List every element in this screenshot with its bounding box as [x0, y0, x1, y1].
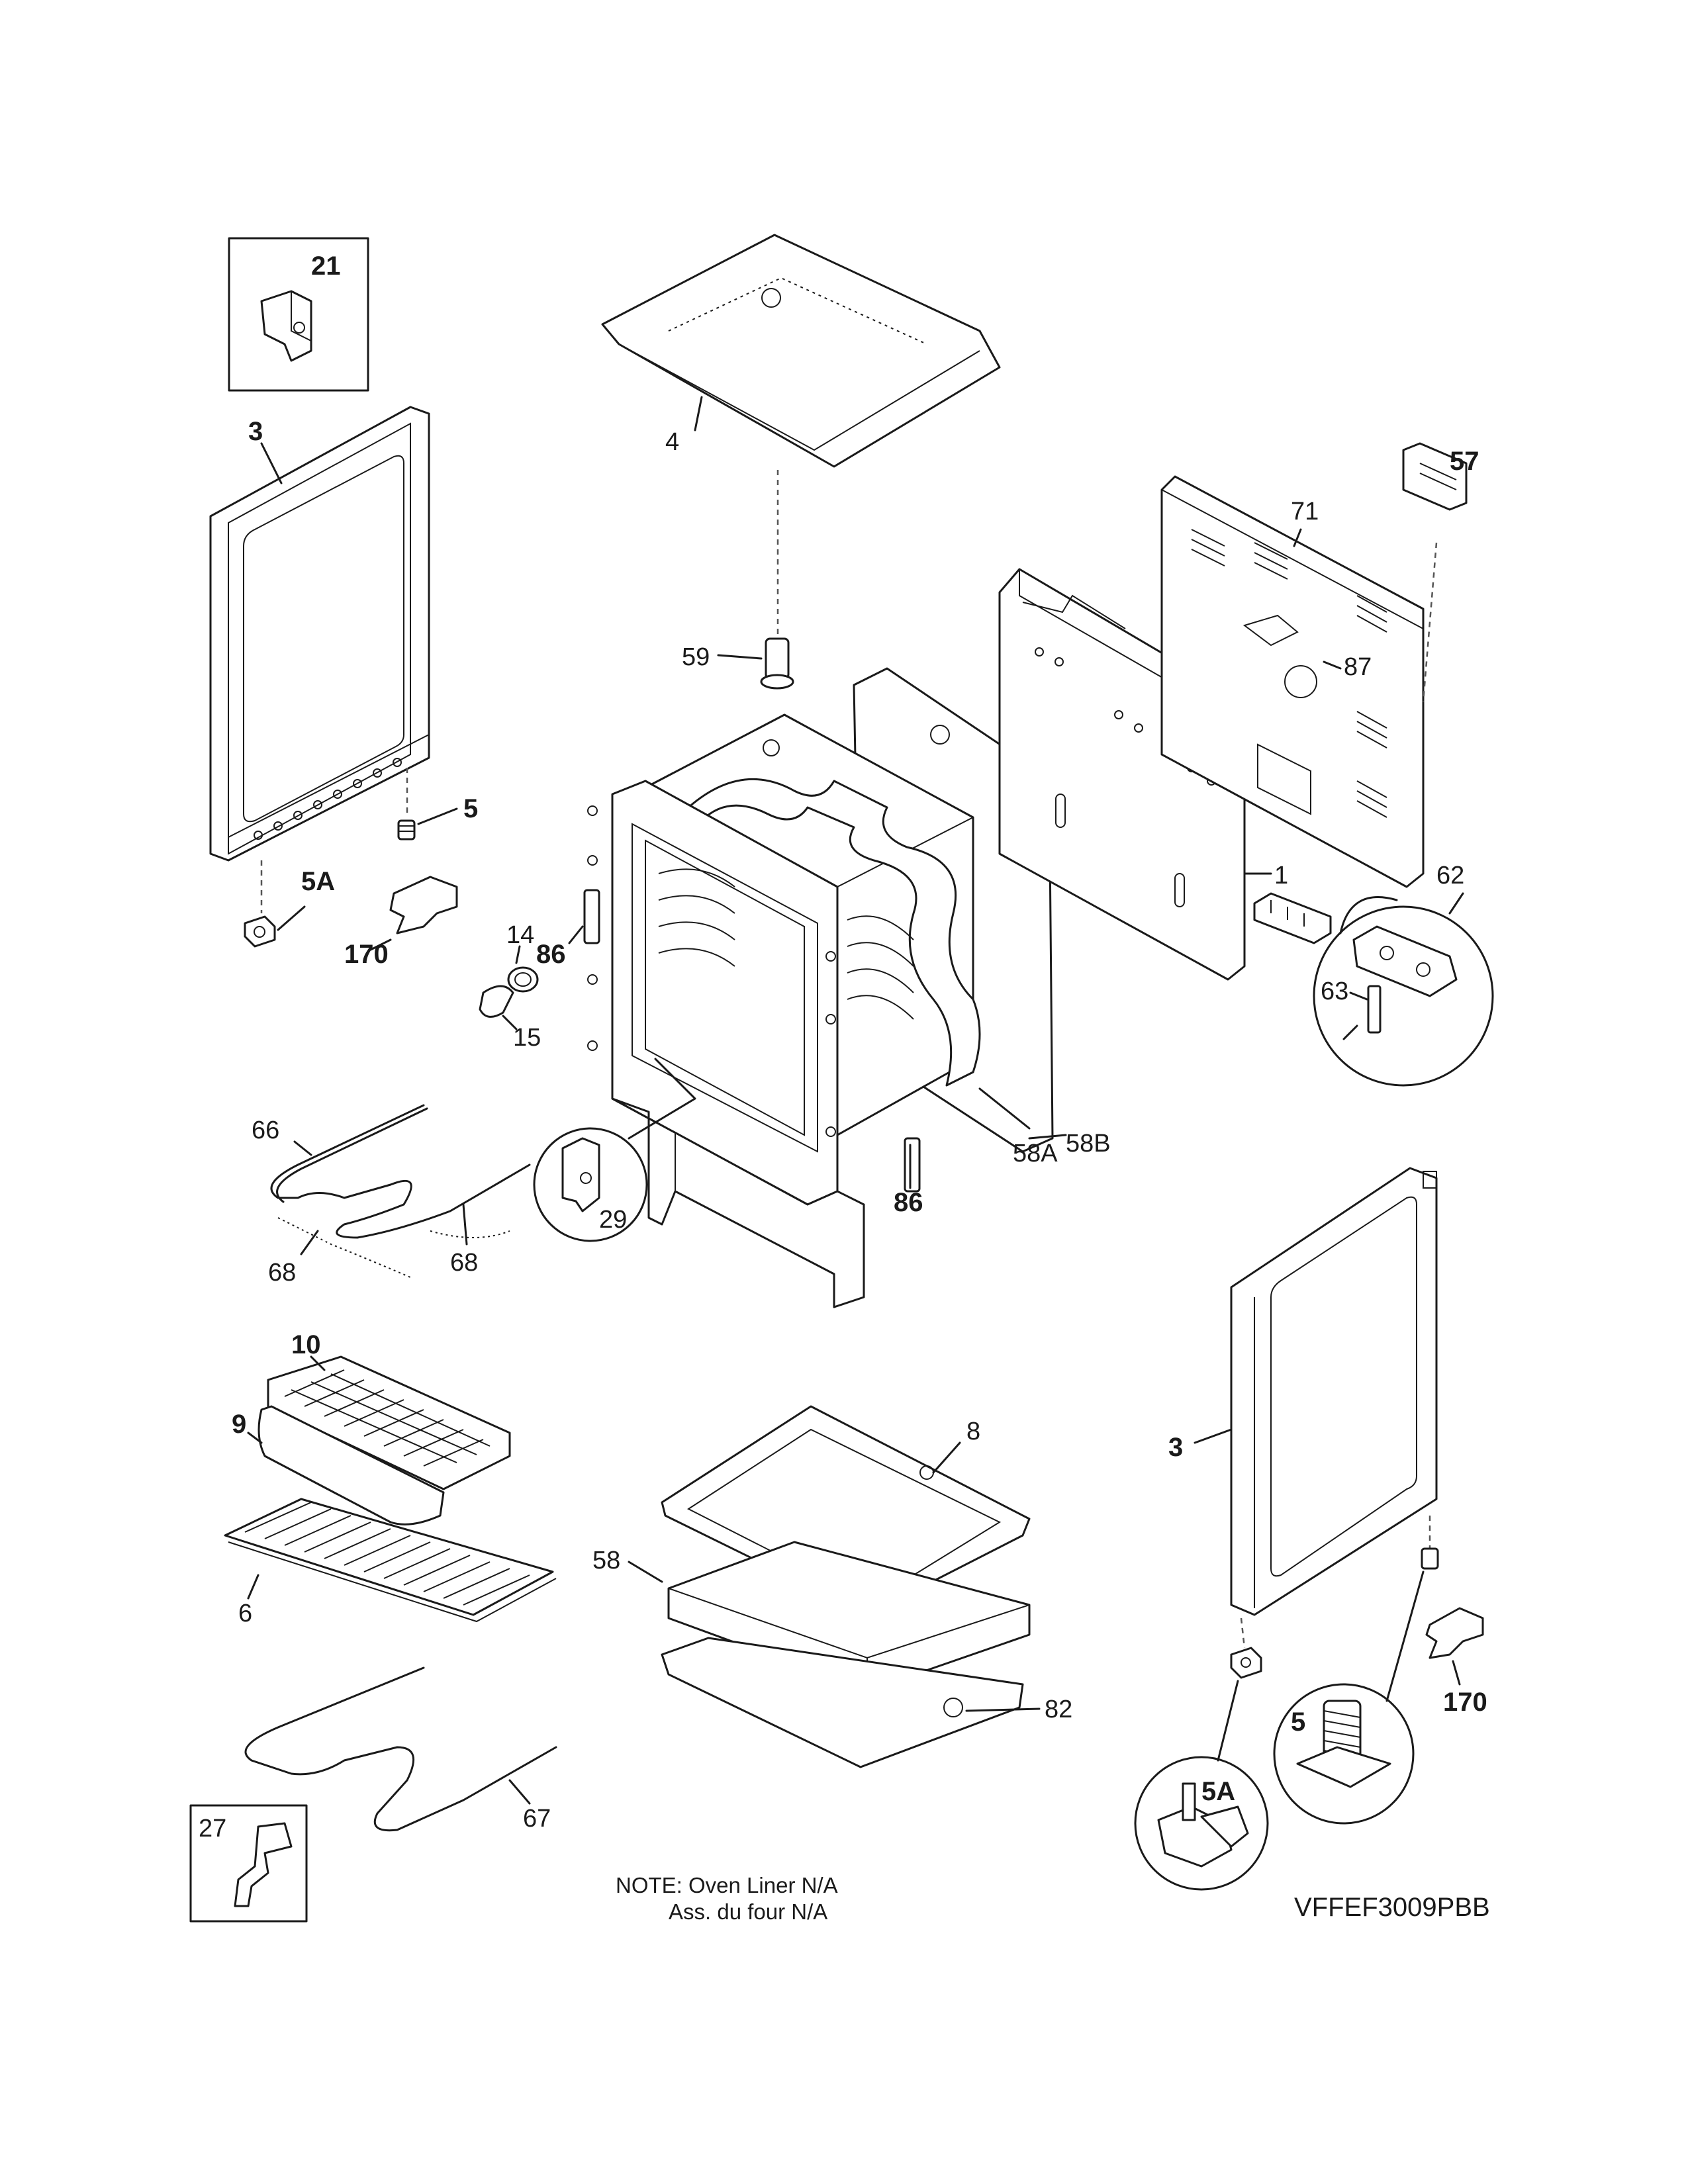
- label-58A: 58A: [1013, 1140, 1058, 1167]
- part-29-inset: [533, 1058, 696, 1242]
- label-29: 29: [599, 1206, 627, 1234]
- part-14-15-oven-light: [479, 945, 539, 1030]
- part-9-broil-pan: [247, 1405, 445, 1525]
- note-line-2: Ass. du four N/A: [669, 1899, 827, 1924]
- label-3-left: 3: [248, 417, 263, 446]
- label-8: 8: [966, 1418, 980, 1445]
- part-71-rear-cover: [1160, 475, 1425, 888]
- label-82: 82: [1045, 1696, 1072, 1723]
- label-57: 57: [1450, 447, 1479, 476]
- label-5-left: 5: [463, 794, 478, 823]
- label-58: 58: [592, 1547, 620, 1574]
- label-21: 21: [311, 251, 341, 281]
- label-15: 15: [513, 1024, 541, 1052]
- part-6-oven-rack: [224, 1498, 557, 1623]
- part-4-top-panel: [601, 234, 1001, 468]
- label-59: 59: [682, 643, 710, 671]
- label-6: 6: [238, 1600, 252, 1627]
- part-170-bracket-right: [1425, 1607, 1484, 1686]
- part-5A-bracket-left: [244, 905, 306, 948]
- label-68-left: 68: [268, 1259, 296, 1287]
- part-3-left-side-panel: [209, 406, 430, 862]
- label-4: 4: [665, 428, 679, 456]
- label-5A-right: 5A: [1201, 1777, 1235, 1806]
- label-3-right: 3: [1168, 1433, 1183, 1462]
- label-14: 14: [506, 921, 534, 949]
- label-66: 66: [252, 1116, 279, 1144]
- label-1: 1: [1274, 862, 1288, 889]
- label-5A-left: 5A: [301, 867, 335, 896]
- label-27: 27: [199, 1815, 226, 1843]
- part-57: [1402, 442, 1468, 511]
- part-3-right-side-panel: [1194, 1167, 1438, 1616]
- label-63: 63: [1321, 978, 1348, 1005]
- model-number: VFFEF3009PBB: [1294, 1893, 1490, 1922]
- label-9: 9: [232, 1410, 246, 1439]
- part-5A-right: [1134, 1647, 1269, 1891]
- oven-cavity-assembly: [568, 667, 1067, 1308]
- part-59: [717, 637, 794, 690]
- part-82-bottom-shield: [661, 1637, 1041, 1768]
- label-58B: 58B: [1066, 1130, 1111, 1158]
- part-67-broil-element: [244, 1666, 557, 1832]
- part-66-68-element: [270, 1104, 531, 1278]
- label-170-left: 170: [344, 940, 389, 969]
- part-62-terminal-block: [1253, 892, 1494, 1087]
- label-86-left: 86: [536, 940, 566, 969]
- part-10-broil-pan-grid: [267, 1355, 511, 1490]
- label-71: 71: [1291, 498, 1319, 525]
- label-87: 87: [1344, 653, 1372, 681]
- label-5-right: 5: [1291, 1707, 1305, 1737]
- part-21-inset: [228, 237, 369, 392]
- label-67: 67: [523, 1805, 551, 1833]
- label-86-right: 86: [894, 1188, 923, 1217]
- label-68-right: 68: [450, 1249, 478, 1277]
- note-line-1: NOTE: Oven Liner N/A: [616, 1873, 838, 1897]
- label-170-right: 170: [1443, 1688, 1487, 1717]
- part-5-leveler-left: [397, 807, 458, 841]
- part-170-bracket-left: [369, 876, 458, 951]
- label-10: 10: [291, 1330, 321, 1359]
- part-5-leveler-right: [1273, 1547, 1439, 1825]
- part-27-inset: [189, 1804, 308, 1923]
- label-62: 62: [1436, 862, 1464, 889]
